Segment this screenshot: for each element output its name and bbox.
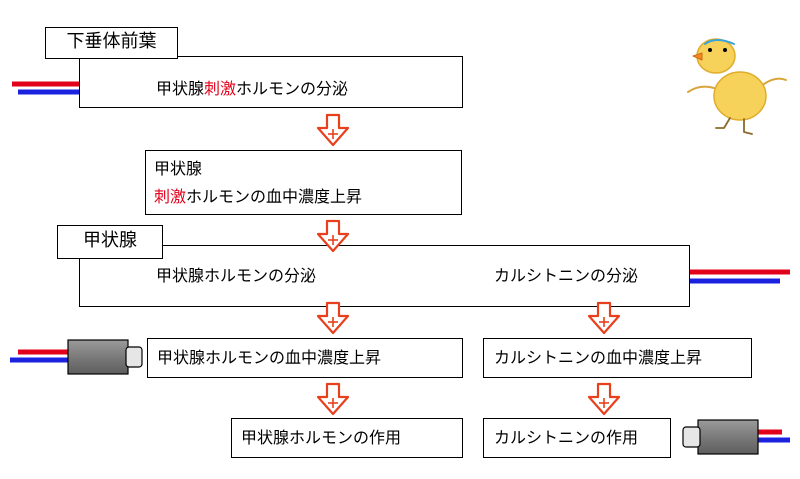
calcitonin-action-box: カルシトニンの作用 bbox=[483, 418, 671, 458]
pituitary-secretion-box: 甲状腺刺激ホルモンの分泌 bbox=[79, 56, 463, 108]
thyroid-hormone-action-text: 甲状腺ホルモンの作用 bbox=[241, 428, 402, 447]
thyroid-hormone-secretion: 甲状腺ホルモンの分泌 bbox=[156, 266, 317, 285]
thyroid-label: 甲状腺 bbox=[57, 225, 163, 259]
pituitary-label: 下垂体前葉 bbox=[45, 27, 178, 59]
tsh-level-line2: 刺激ホルモンの血中濃度上昇 bbox=[154, 187, 363, 206]
chick-mascot-icon bbox=[687, 38, 787, 135]
thyroid-hormone-level-box: 甲状腺ホルモンの血中濃度上昇 bbox=[147, 338, 463, 378]
plus-down-arrow-icon bbox=[316, 382, 350, 416]
pituitary-secretion-text: 甲状腺刺激ホルモンの分泌 bbox=[156, 79, 349, 98]
thyroid-box: 甲状腺ホルモンの分泌 カルシトニンの分泌 bbox=[79, 245, 690, 307]
right-feedback-loop bbox=[686, 269, 791, 443]
thyroid-hormone-level-text: 甲状腺ホルモンの血中濃度上昇 bbox=[157, 348, 382, 367]
plus-down-arrow-icon bbox=[316, 113, 350, 147]
tsh-level-line1: 甲状腺 bbox=[154, 159, 203, 178]
calcitonin-level-box: カルシトニンの血中濃度上昇 bbox=[483, 338, 752, 378]
calcitonin-secretion: カルシトニンの分泌 bbox=[494, 266, 639, 285]
calcitonin-action-text: カルシトニンの作用 bbox=[494, 428, 639, 447]
thyroid-hormone-action-box: 甲状腺ホルモンの作用 bbox=[231, 418, 463, 458]
receptor-block-icon bbox=[67, 339, 143, 375]
plus-down-arrow-icon bbox=[587, 301, 621, 335]
plus-down-arrow-icon bbox=[587, 382, 621, 416]
tsh-level-box: 甲状腺 刺激ホルモンの血中濃度上昇 bbox=[145, 150, 462, 215]
calcitonin-level-text: カルシトニンの血中濃度上昇 bbox=[494, 348, 703, 367]
plus-down-arrow-icon bbox=[316, 219, 350, 253]
receptor-block-icon bbox=[682, 419, 759, 455]
plus-down-arrow-icon bbox=[316, 301, 350, 335]
